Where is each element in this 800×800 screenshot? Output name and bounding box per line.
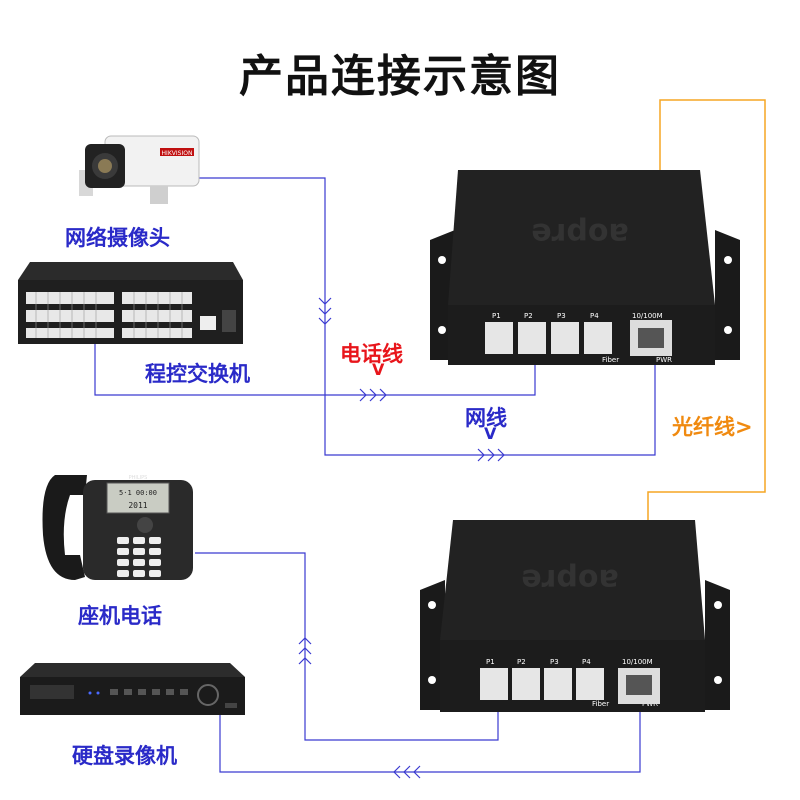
port-p4-bottom: P4 <box>582 658 591 666</box>
fiber-label-top: Fiber <box>602 356 619 364</box>
camera-brand: HIKVISION <box>162 150 193 157</box>
desk-phone-image: 5·1 00:00 2011 PHILIPS <box>35 465 200 590</box>
port-p4-top: P4 <box>590 312 599 320</box>
label-dvr: 硬盘录像机 <box>72 740 177 770</box>
fiber-label-bottom: Fiber <box>592 700 609 708</box>
pwr-label-top: PWR <box>656 356 672 364</box>
port-p3-top: P3 <box>557 312 566 320</box>
port-p1-top: P1 <box>492 312 501 320</box>
port-p1-bottom: P1 <box>486 658 495 666</box>
network-camera-image: HIKVISION <box>75 130 205 210</box>
port-p3-bottom: P3 <box>550 658 559 666</box>
dvr-image <box>20 663 245 723</box>
converter-top-image: aopre P1 P2 P3 P4 10/100M Fiber PWR <box>430 170 740 370</box>
eth-label-bottom: 10/100M <box>622 658 653 666</box>
brand-text-top: aopre <box>531 216 628 251</box>
phone-screen-bottom: 2011 <box>128 501 147 510</box>
eth-label-top: 10/100M <box>632 312 663 320</box>
pbx-switch-image <box>18 262 243 347</box>
phone-brand: PHILIPS <box>129 475 148 481</box>
label-network-line-mark: V <box>484 424 496 443</box>
label-pbx: 程控交换机 <box>145 358 250 388</box>
phone-screen-top: 5·1 00:00 <box>119 489 157 497</box>
converter-bottom-image: aopre P1 P2 P3 P4 10/100M Fiber PWR <box>420 520 730 720</box>
label-phone-line-mark: V <box>372 360 384 379</box>
label-camera: 网络摄像头 <box>65 222 170 252</box>
port-p2-top: P2 <box>524 312 533 320</box>
brand-text-bottom: aopre <box>521 562 618 597</box>
label-phone: 座机电话 <box>78 600 162 630</box>
label-fiber-line: 光纤线> <box>672 411 753 441</box>
port-p2-bottom: P2 <box>517 658 526 666</box>
